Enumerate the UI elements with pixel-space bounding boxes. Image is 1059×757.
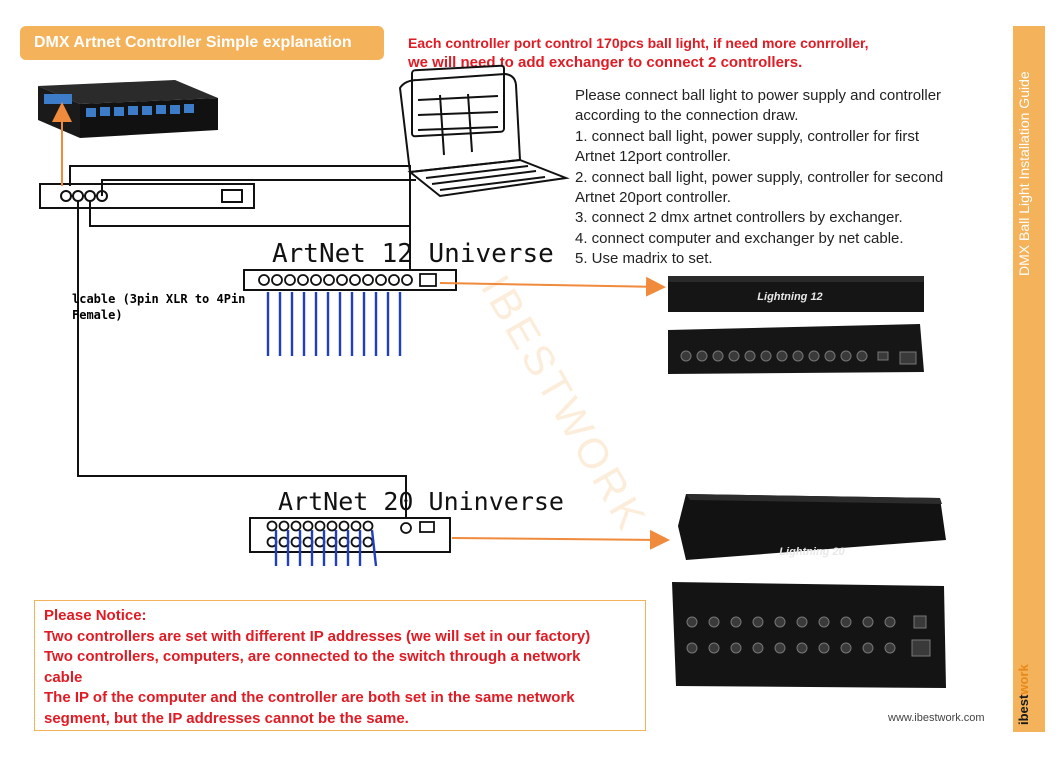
notice-line: Two controllers are set with different I… xyxy=(44,627,591,645)
notice-line: cable xyxy=(44,668,83,686)
website-link[interactable]: www.ibestwork.com xyxy=(888,712,985,724)
cable-label-line1: lcable (3pin XLR to 4Pin xyxy=(72,292,246,306)
brand-logo-accent: work xyxy=(1016,664,1031,695)
network-switch xyxy=(38,80,218,138)
artnet20-arrow xyxy=(451,529,670,550)
instruction-line: 1. connect ball light, power supply, con… xyxy=(575,127,920,145)
notice-heading: Please Notice: xyxy=(44,607,147,624)
lightning12-front: Lightning 12 xyxy=(668,276,924,312)
lightning12-name: Lightning 12 xyxy=(757,291,822,303)
cable-label-line2: Female) xyxy=(72,308,123,322)
artnet20-label: ArtNet 20 Uninverse xyxy=(278,487,564,516)
laptop-computer xyxy=(398,64,570,198)
lightning12-back xyxy=(668,324,924,374)
notice-line: The IP of the computer and the controlle… xyxy=(44,689,575,706)
artnet12-arrow xyxy=(439,276,666,297)
brand-logo-main: ibest xyxy=(1016,694,1031,725)
capacity-note-line2: we will need to add exchanger to connect… xyxy=(408,54,803,71)
lightning20-front: Lightning 20 xyxy=(678,494,946,560)
capacity-note-line1: Each controller port control 170pcs ball… xyxy=(408,35,869,51)
lightning20-name: Lightning 20 xyxy=(779,546,845,558)
side-bar xyxy=(1013,26,1045,732)
lightning20-back xyxy=(672,582,946,688)
network-cables xyxy=(69,165,416,518)
artnet12-label: ArtNet 12 Universe xyxy=(272,239,554,269)
instruction-line: 5. Use madrix to set. xyxy=(575,250,713,268)
instruction-line: according to the connection draw. xyxy=(575,107,799,125)
switch-panel xyxy=(39,183,255,209)
brand-logo: ibestwork xyxy=(1016,615,1042,725)
page-title: DMX Artnet Controller Simple explanation xyxy=(34,34,352,51)
instruction-line: Please connect ball light to power suppl… xyxy=(575,87,942,104)
cable-label: lcable (3pin XLR to 4Pin Female) xyxy=(72,291,245,323)
instruction-line: Artnet 12port controller. xyxy=(575,148,731,166)
capacity-note: Each controller port control 170pcs ball… xyxy=(408,33,869,73)
instruction-line: Artnet 20port controller. xyxy=(575,189,731,207)
notice-line: segment, but the IP addresses cannot be … xyxy=(44,709,409,727)
instruction-line: 3. connect 2 dmx artnet controllers by e… xyxy=(575,209,903,227)
instruction-line: 2. connect ball light, power supply, con… xyxy=(575,168,944,186)
artnet12-strip xyxy=(243,269,457,356)
page-title-tab: DMX Artnet Controller Simple explanation xyxy=(20,26,384,60)
instruction-line: 4. connect computer and exchanger by net… xyxy=(575,229,904,247)
artnet20-strip xyxy=(249,517,451,567)
notice-box: Please Notice: Two controllers are set w… xyxy=(34,600,646,731)
instruction-list: Please connect ball light to power suppl… xyxy=(575,86,995,270)
side-title: DMX Ball Light Installation Guide xyxy=(1016,71,1032,276)
notice-line: Two controllers, computers, are connecte… xyxy=(44,648,581,665)
